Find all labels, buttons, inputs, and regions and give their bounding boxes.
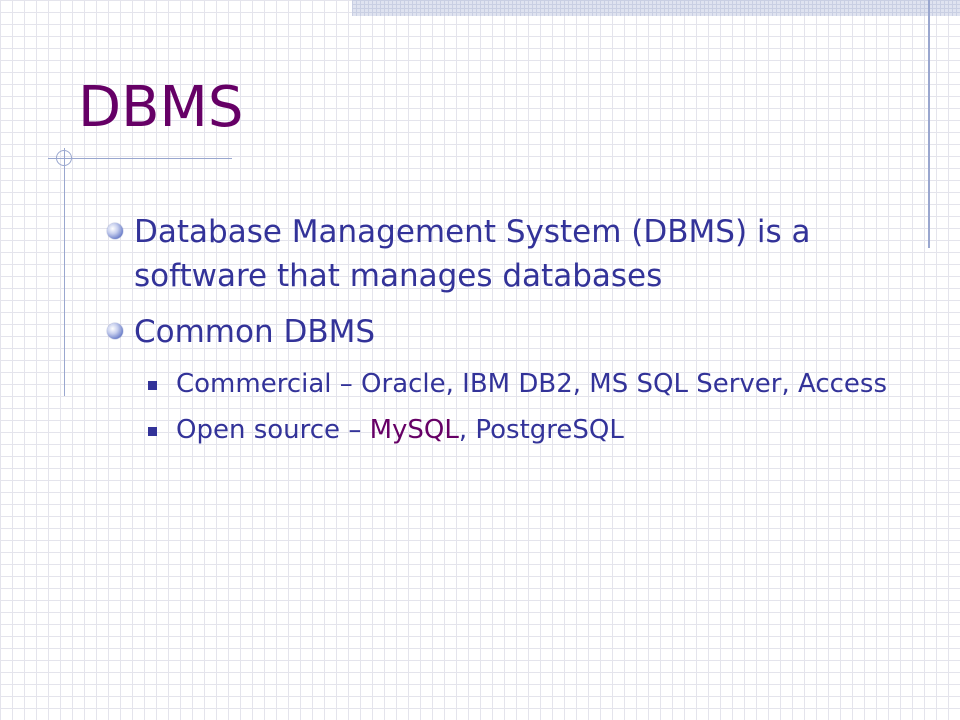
subbullet-commercial: Commercial – Oracle, IBM DB2, MS SQL Ser…: [104, 366, 904, 402]
bullet-text: Database Management System (DBMS) is a s…: [134, 214, 811, 294]
bullet-text: Common DBMS: [134, 314, 376, 350]
square-bullet-icon: [148, 381, 157, 390]
decorative-vertical-line-left: [64, 148, 65, 396]
slide-content: Database Management System (DBMS) is a s…: [104, 210, 904, 458]
mysql-highlight: MySQL: [369, 415, 459, 445]
bead-bullet-icon: [107, 323, 123, 339]
subbullet-open-source: Open source – MySQL, PostgreSQL: [104, 412, 904, 448]
slide-title: DBMS: [78, 75, 244, 140]
decorative-title-underline: [48, 158, 232, 159]
subbullet-text: Commercial – Oracle, IBM DB2, MS SQL Ser…: [176, 369, 888, 399]
decorative-circle-icon: [56, 150, 72, 166]
subbullet-prefix: Open source –: [176, 415, 370, 445]
bead-bullet-icon: [107, 223, 123, 239]
decorative-vertical-line-right: [928, 0, 930, 248]
decorative-top-band: [352, 0, 960, 16]
square-bullet-icon: [148, 427, 157, 436]
subbullet-suffix: , PostgreSQL: [458, 415, 624, 445]
bullet-dbms-definition: Database Management System (DBMS) is a s…: [104, 210, 904, 298]
bullet-common-dbms: Common DBMS: [104, 310, 904, 354]
